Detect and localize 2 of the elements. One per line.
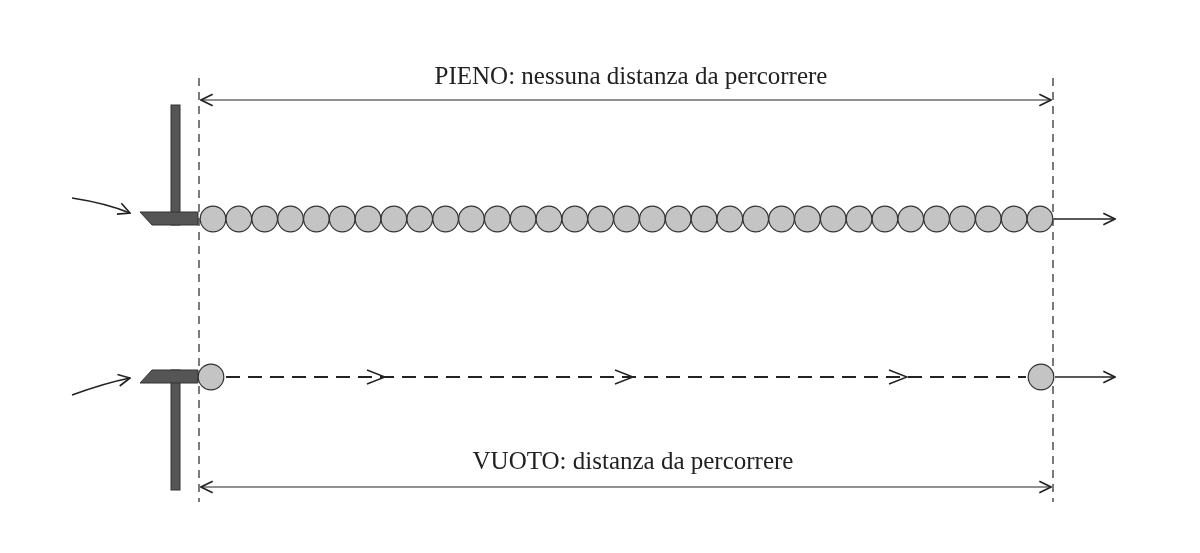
dimension-label: VUOTO: distanza da percorrere — [472, 446, 794, 476]
dimension-label: PIENO: nessuna distanza da percorrere — [434, 61, 828, 91]
